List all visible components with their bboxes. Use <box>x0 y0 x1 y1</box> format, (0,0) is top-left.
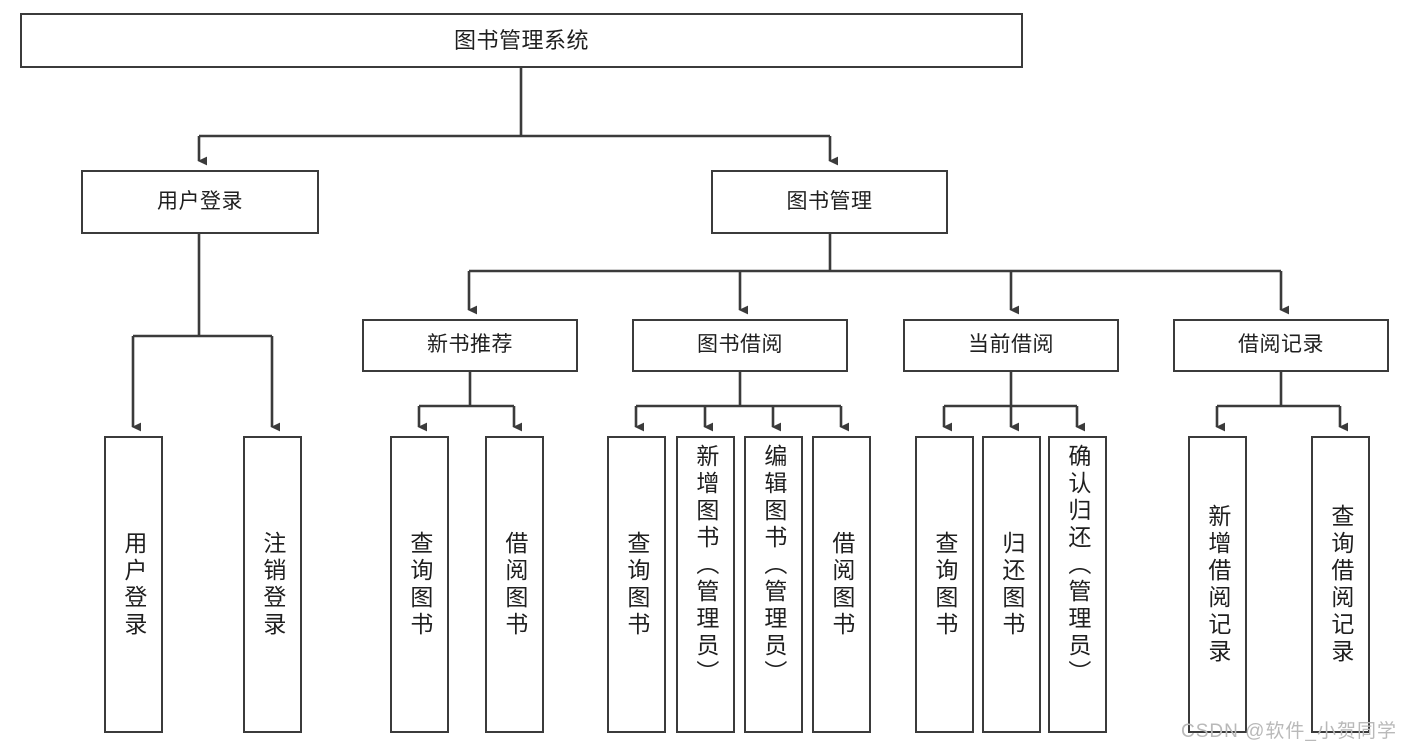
node-new-book-recommend[interactable]: 新书推荐 <box>362 319 578 372</box>
node-label: 确认归还（管理员） <box>1064 444 1091 687</box>
node-label: 新增图书（管理员） <box>692 444 719 687</box>
node-label: 用户登录 <box>120 530 147 639</box>
node-label: 图书管理系统 <box>453 27 589 53</box>
node-user-login[interactable]: 用户登录 <box>81 170 319 234</box>
node-leaf-add-book-admin[interactable]: 新增图书（管理员） <box>676 436 735 733</box>
node-label: 查询借阅记录 <box>1327 503 1354 666</box>
node-label: 注销登录 <box>259 530 286 639</box>
node-leaf-query-book-borrow[interactable]: 查询图书 <box>607 436 666 733</box>
node-current-borrow[interactable]: 当前借阅 <box>903 319 1119 372</box>
node-leaf-borrow-book[interactable]: 借阅图书 <box>812 436 871 733</box>
node-label: 新书推荐 <box>427 333 513 357</box>
node-label: 归还图书 <box>998 530 1025 639</box>
node-leaf-edit-book-admin[interactable]: 编辑图书（管理员） <box>744 436 803 733</box>
node-label: 用户登录 <box>157 189 243 213</box>
node-leaf-user-login[interactable]: 用户登录 <box>104 436 163 733</box>
node-leaf-add-borrow-record[interactable]: 新增借阅记录 <box>1188 436 1247 733</box>
node-leaf-query-book-recommend[interactable]: 查询图书 <box>390 436 449 733</box>
node-leaf-user-logout[interactable]: 注销登录 <box>243 436 302 733</box>
node-leaf-confirm-return-admin[interactable]: 确认归还（管理员） <box>1048 436 1107 733</box>
node-label: 图书借阅 <box>697 333 783 357</box>
node-leaf-query-book-current[interactable]: 查询图书 <box>915 436 974 733</box>
node-label: 查询图书 <box>931 530 958 639</box>
node-book-borrow[interactable]: 图书借阅 <box>632 319 848 372</box>
node-leaf-return-book[interactable]: 归还图书 <box>982 436 1041 733</box>
node-label: 借阅记录 <box>1238 333 1324 357</box>
node-label: 编辑图书（管理员） <box>760 444 787 687</box>
node-root-图书管理系统[interactable]: 图书管理系统 <box>20 13 1023 68</box>
node-leaf-borrow-book-recommend[interactable]: 借阅图书 <box>485 436 544 733</box>
node-leaf-query-borrow-record[interactable]: 查询借阅记录 <box>1311 436 1370 733</box>
node-label: 借阅图书 <box>828 530 855 639</box>
node-label: 查询图书 <box>406 530 433 639</box>
node-borrow-record[interactable]: 借阅记录 <box>1173 319 1389 372</box>
node-label: 借阅图书 <box>501 530 528 639</box>
node-book-management[interactable]: 图书管理 <box>711 170 948 234</box>
node-label: 图书管理 <box>786 189 873 213</box>
node-label: 查询图书 <box>623 530 650 639</box>
node-label: 新增借阅记录 <box>1204 503 1231 666</box>
node-label: 当前借阅 <box>968 333 1054 357</box>
